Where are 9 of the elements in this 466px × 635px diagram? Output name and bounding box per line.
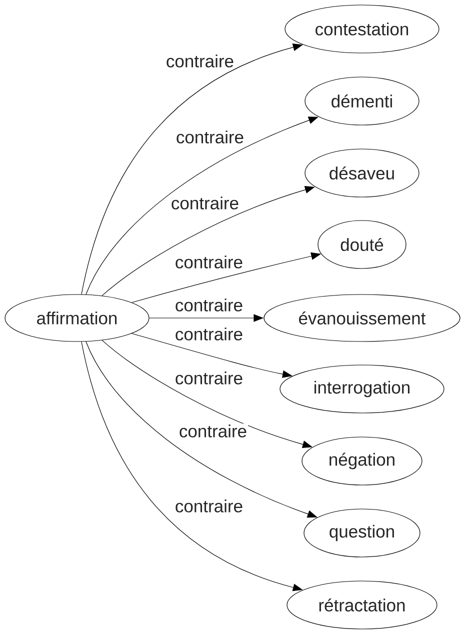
edge-label: contraire (174, 326, 244, 342)
edge-label: contraire (174, 130, 246, 144)
edge-label: contraire (178, 424, 248, 438)
edge-label: contraire (174, 254, 244, 270)
edge-label: contraire (170, 196, 240, 210)
edge-label: contraire (174, 298, 244, 312)
edge-label: contraire (174, 370, 244, 386)
edge-label: contraire (174, 498, 244, 514)
edge-label: contraire (164, 54, 236, 68)
